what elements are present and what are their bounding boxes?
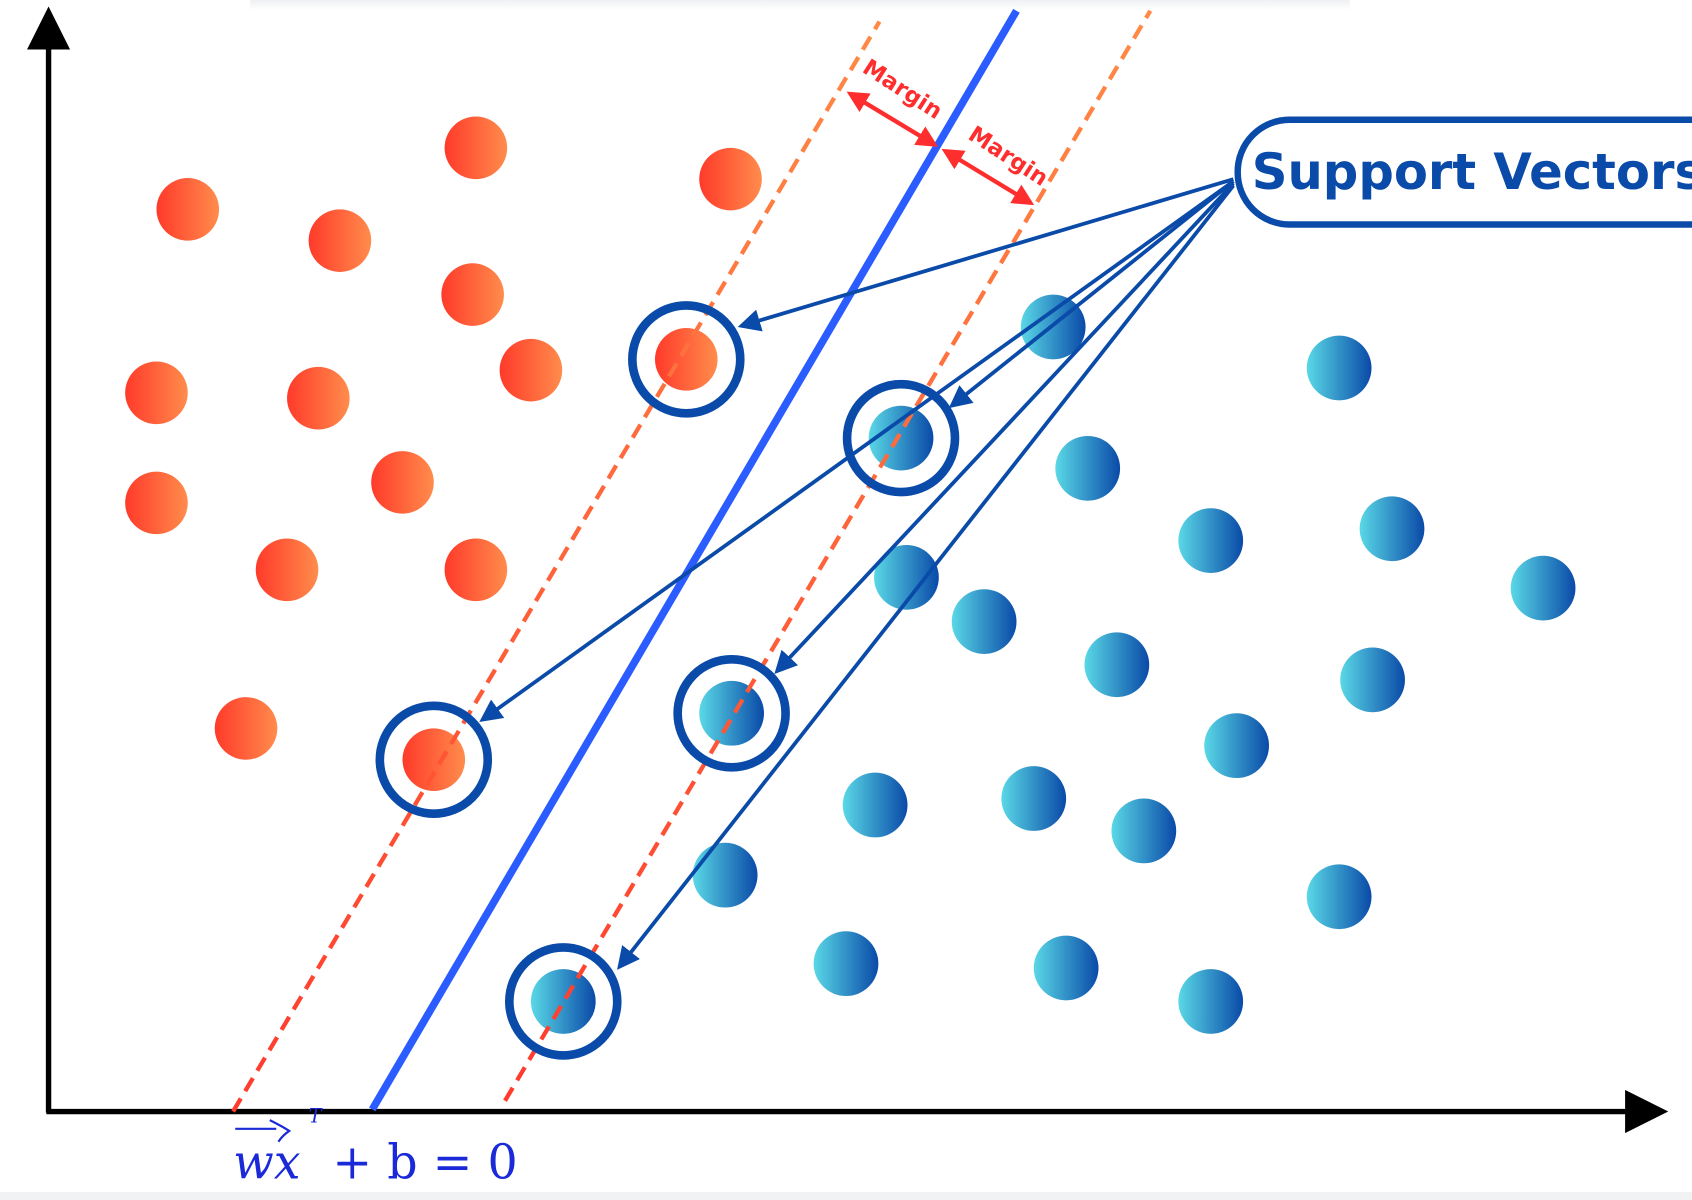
support-vector-ring — [673, 655, 790, 772]
class-b-point — [1204, 713, 1269, 779]
support-vector-ring — [505, 943, 622, 1060]
pointer-arrow — [479, 179, 1235, 722]
class-b-point — [1306, 335, 1372, 401]
class-a-point — [655, 328, 718, 391]
margin-label-right: Margin — [964, 121, 1053, 191]
class-b-point — [868, 405, 934, 471]
class-b-point — [1055, 435, 1121, 501]
equation-rest: + b = 0 — [332, 1135, 517, 1190]
class-b-point — [1111, 798, 1177, 864]
class-b-point — [1178, 508, 1244, 574]
class-a-point — [371, 451, 434, 514]
class-b-point — [951, 589, 1017, 654]
pointer-arrow — [774, 182, 1235, 674]
class-b-point — [699, 680, 764, 746]
class-a-point — [125, 471, 188, 535]
margin-arrow-left — [846, 91, 939, 147]
class-a-point — [125, 361, 188, 425]
class-a-point — [308, 209, 372, 272]
class-b-point — [874, 544, 939, 610]
class-a-point — [499, 338, 563, 402]
support-vector-ring — [375, 701, 493, 818]
equation-superscript: T — [309, 1104, 324, 1127]
support-vectors-label: Support Vectors — [1252, 143, 1692, 201]
equation-main: wx — [233, 1135, 301, 1190]
top-shade — [250, 0, 1350, 10]
pointer-arrows — [479, 177, 1235, 970]
margin-boundary-right — [503, 9, 1153, 1102]
class-a-point — [444, 538, 508, 602]
class-b-point — [1510, 555, 1576, 621]
class-b-point — [1033, 935, 1099, 1001]
class-b-point — [1178, 969, 1244, 1034]
class-a-point — [444, 116, 508, 180]
hyperplane — [369, 8, 1020, 1112]
support-vector-ring — [842, 379, 960, 497]
class-b-point — [1340, 647, 1405, 713]
data-points — [125, 116, 1576, 1034]
class-a-point — [287, 366, 350, 430]
class-a-point — [402, 728, 466, 792]
vector-arrow-x — [269, 1119, 292, 1143]
class-b-point — [813, 931, 879, 997]
support-vector-ring — [628, 301, 745, 418]
class-b-point — [1084, 632, 1150, 698]
class-a-point — [699, 147, 762, 211]
class-b-point — [842, 772, 908, 838]
pointer-arrow — [948, 179, 1235, 409]
class-a-point — [441, 263, 504, 326]
class-b-point — [1306, 864, 1372, 930]
class-a-point — [214, 697, 278, 760]
bottom-bar — [0, 1192, 1692, 1200]
support-vectors-callout: Support Vectors — [1234, 116, 1692, 228]
class-b-point — [692, 842, 758, 908]
margin-arrow-right — [941, 148, 1035, 206]
hyperplane-equation: wx T + b = 0 — [233, 1104, 518, 1190]
pointer-arrow — [737, 177, 1234, 332]
class-a-point — [255, 538, 319, 602]
class-b-point — [1359, 496, 1425, 562]
margin-label-left: Margin — [858, 54, 947, 124]
margin-boundary-left — [231, 20, 882, 1113]
class-a-point — [156, 178, 220, 241]
callout-box — [1234, 116, 1692, 228]
class-b-point — [1001, 766, 1067, 831]
support-vector-rings — [375, 301, 960, 1060]
class-b-point — [530, 969, 596, 1034]
pointer-arrow — [617, 184, 1235, 970]
